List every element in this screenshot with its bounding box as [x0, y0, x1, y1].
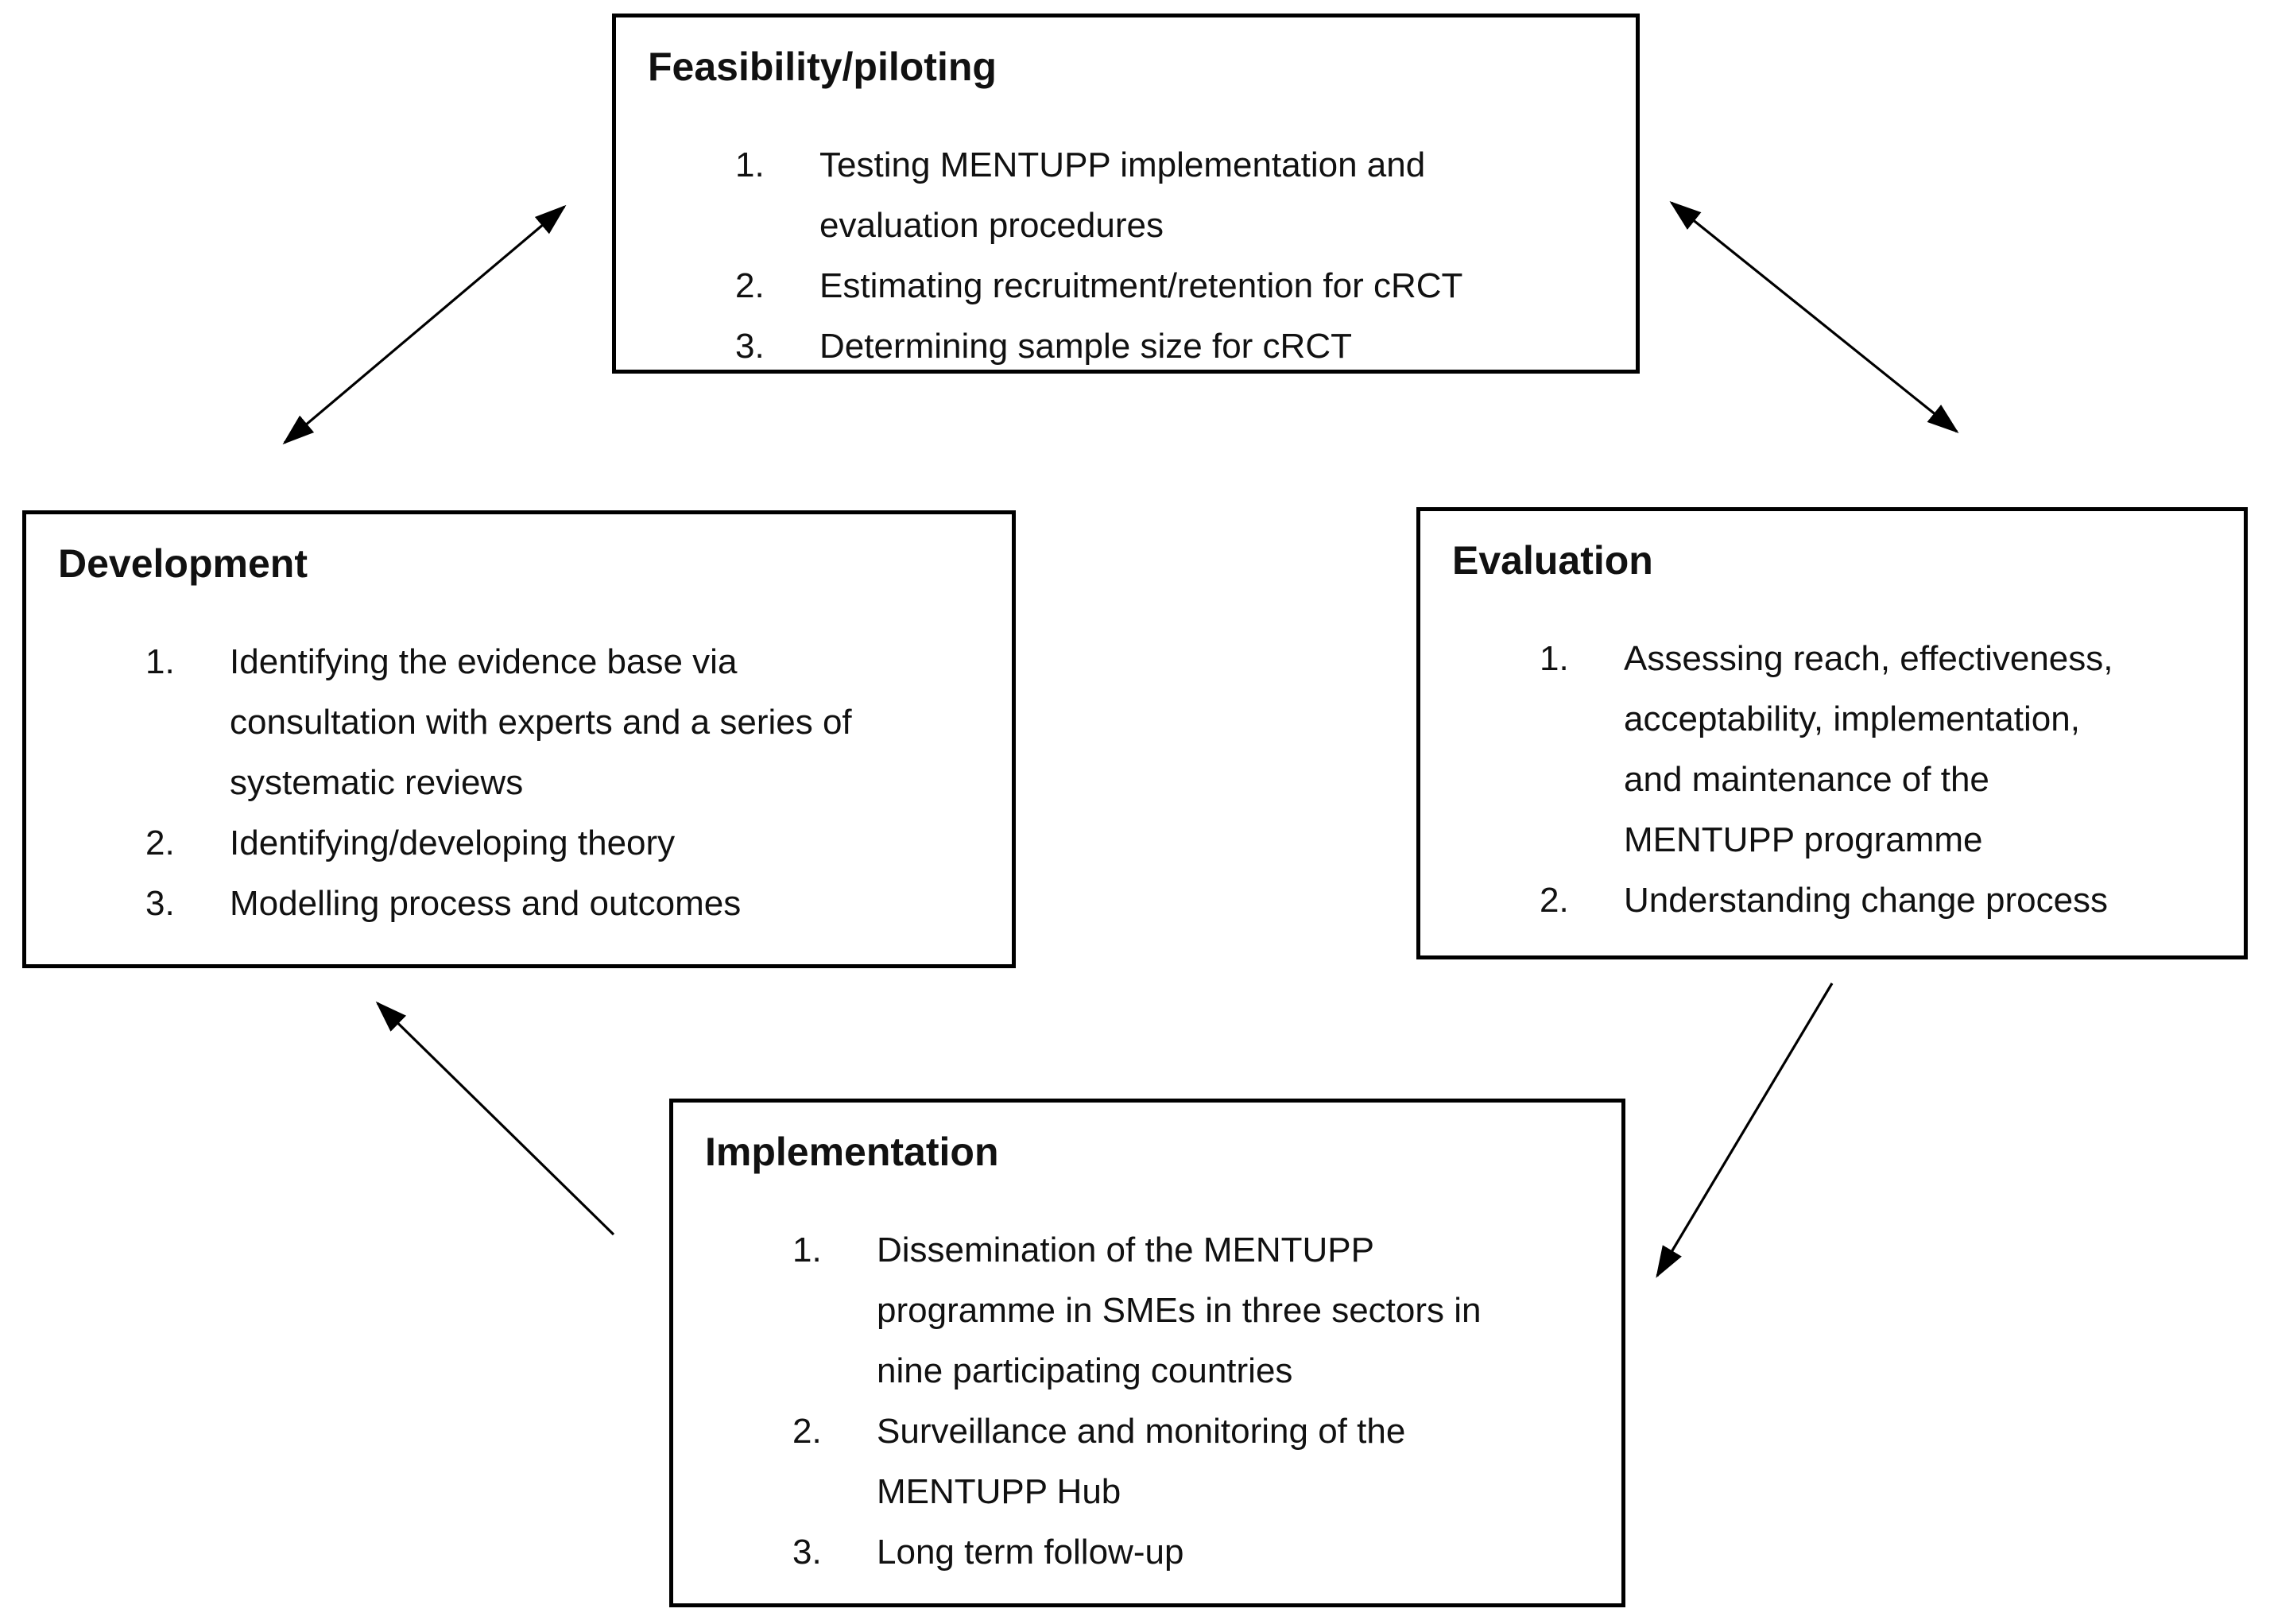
item-text: Identifying/developing theory	[230, 824, 676, 862]
arrow-feasibility-evaluation	[1669, 200, 1959, 434]
implementation-box: Implementation 1. Dissemination of the ME…	[669, 1099, 1625, 1607]
item-text: Determining sample size for cRCT	[819, 327, 1352, 366]
implementation-box-title: Implementation	[705, 1130, 999, 1174]
item-number: 1.	[735, 145, 765, 184]
arrow-evaluation-implementation	[1656, 983, 1834, 1278]
list-item-line: 3. Modelling process and outcomes	[26, 874, 1012, 934]
evaluation-numbered-list: 1. Assessing reach, effectiveness, accepta…	[1420, 629, 2244, 931]
development-box-title: Development	[58, 541, 308, 586]
item-text: Assessing reach, effectiveness,	[1624, 639, 2113, 678]
implementation-numbered-list: 1. Dissemination of the MENTUPP programme …	[673, 1220, 1621, 1583]
item-text: MENTUPP programme	[1624, 820, 1983, 859]
list-item-line: MENTUPP Hub	[673, 1462, 1621, 1522]
item-number: 3.	[792, 1533, 822, 1572]
item-text: Identifying the evidence base via	[230, 642, 738, 681]
item-number: 2.	[145, 824, 175, 862]
list-item-line: systematic reviews	[26, 753, 1012, 813]
list-item-line: 2. Identifying/developing theory	[26, 813, 1012, 874]
list-item-line: 1. Dissemination of the MENTUPP	[673, 1220, 1621, 1281]
item-text: MENTUPP Hub	[877, 1472, 1121, 1511]
arrow-development-feasibility	[282, 204, 567, 445]
item-number: 2.	[792, 1412, 822, 1451]
item-text: and maintenance of the	[1624, 760, 1989, 799]
list-item-line: 1. Identifying the evidence base via	[26, 632, 1012, 692]
evaluation-box-title: Evaluation	[1452, 538, 1653, 583]
list-item-line: nine participating countries	[673, 1341, 1621, 1401]
list-item-line: 1. Testing MENTUPP implementation and	[616, 135, 1636, 196]
list-item-line: MENTUPP programme	[1420, 810, 2244, 870]
item-number: 2.	[735, 266, 765, 305]
list-item-line: 1. Assessing reach, effectiveness,	[1420, 629, 2244, 689]
arrow-implementation-development	[375, 1001, 615, 1236]
item-text: Understanding change process	[1624, 881, 2109, 920]
item-text: consultation with experts and a series o…	[230, 703, 852, 742]
item-text: programme in SMEs in three sectors in	[877, 1291, 1482, 1330]
list-item-line: 2. Estimating recruitment/retention for c…	[616, 256, 1636, 316]
item-text: Long term follow-up	[877, 1533, 1184, 1572]
list-item-line: 2. Understanding change process	[1420, 870, 2244, 931]
development-numbered-list: 1. Identifying the evidence base via consu…	[26, 632, 1012, 934]
item-text: acceptability, implementation,	[1624, 700, 2080, 738]
item-text: systematic reviews	[230, 763, 524, 802]
item-text: Estimating recruitment/retention for cRC…	[819, 266, 1463, 305]
development-box: Development 1. Identifying the evidence b…	[22, 510, 1016, 968]
item-text: Modelling process and outcomes	[230, 884, 742, 923]
list-item-line: and maintenance of the	[1420, 750, 2244, 810]
item-text: nine participating countries	[877, 1351, 1293, 1390]
item-text: evaluation procedures	[819, 206, 1164, 245]
feasibility-box-title: Feasibility/piloting	[648, 45, 997, 89]
list-item-line: acceptability, implementation,	[1420, 689, 2244, 750]
item-number: 3.	[145, 884, 175, 923]
feasibility-numbered-list: 1. Testing MENTUPP implementation and eval…	[616, 135, 1636, 377]
item-number: 3.	[735, 327, 765, 366]
list-item-line: 3. Determining sample size for cRCT	[616, 316, 1636, 377]
evaluation-box: Evaluation 1. Assessing reach, effectiven…	[1416, 507, 2248, 959]
item-text: Dissemination of the MENTUPP	[877, 1231, 1374, 1269]
list-item-line: evaluation procedures	[616, 196, 1636, 256]
item-text: Surveillance and monitoring of the	[877, 1412, 1406, 1451]
item-number: 2.	[1540, 881, 1569, 920]
list-item-line: programme in SMEs in three sectors in	[673, 1281, 1621, 1341]
list-item-line: 3. Long term follow-up	[673, 1522, 1621, 1583]
item-number: 1.	[1540, 639, 1569, 678]
feasibility-box: Feasibility/piloting 1. Testing MENTUPP i…	[612, 14, 1640, 374]
list-item-line: consultation with experts and a series o…	[26, 692, 1012, 753]
item-number: 1.	[145, 642, 175, 681]
list-item-line: 2. Surveillance and monitoring of the	[673, 1401, 1621, 1462]
item-text: Testing MENTUPP implementation and	[819, 145, 1426, 184]
item-number: 1.	[792, 1231, 822, 1269]
